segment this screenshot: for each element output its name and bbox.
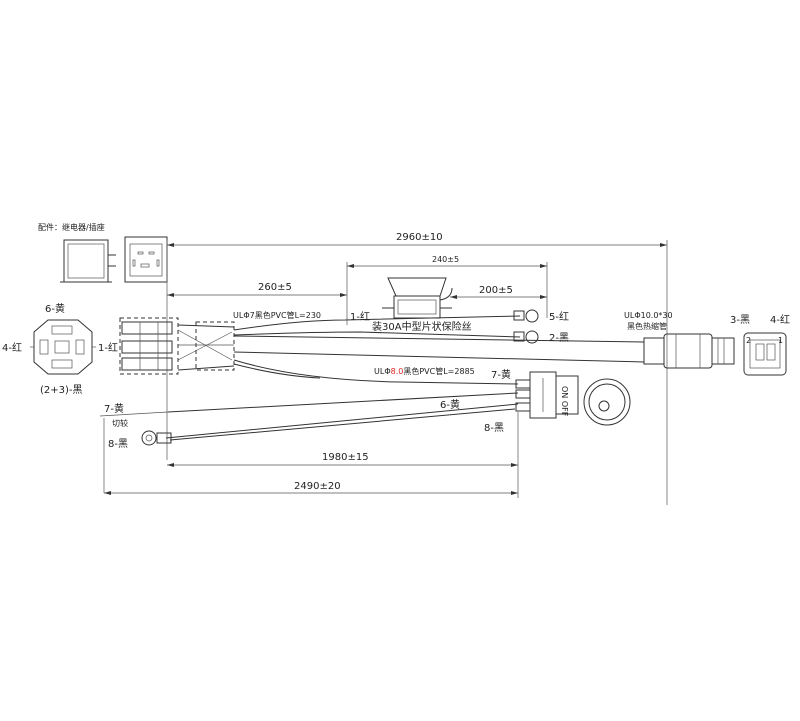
connector-pin-1: 1 xyxy=(778,336,783,345)
wire-2-label: 2-黑 xyxy=(549,332,569,344)
ring-terminal-2 xyxy=(513,330,539,344)
relay-accessory-note: 配件：继电器/插座 xyxy=(38,222,105,232)
pin-1-label: 1-红 xyxy=(98,341,118,354)
pvc-small-note: ULΦ7黑色PVC管L=230 xyxy=(233,310,321,320)
dimension-ground-branch xyxy=(104,491,518,495)
pin-6-label: 6-黄 xyxy=(45,302,65,315)
fuse-branch-wires xyxy=(233,315,521,338)
pvc-sleeve-small xyxy=(195,321,235,371)
wire-6-label: 6-黄 xyxy=(440,398,460,411)
wire-1-label: 1-红 xyxy=(350,310,370,323)
heat-shrink-note-1: ULΦ10.0*30 xyxy=(624,311,673,320)
wire-4-label: 4-红 xyxy=(770,313,790,326)
round-switch-face xyxy=(583,378,631,426)
fuse-note: 装30A中型片状保险丝 xyxy=(372,320,472,333)
dimension-relay-branch xyxy=(167,293,347,297)
pin-4-label: 4-红 xyxy=(2,341,22,354)
relay-plug xyxy=(119,317,179,375)
dimension-overall xyxy=(166,240,668,505)
dimension-fuse-branch-label: 200±5 xyxy=(479,285,513,296)
dimension-switch-branch-label: 1980±15 xyxy=(322,452,369,463)
wire-8-label: 8-黑 xyxy=(484,422,504,434)
dimension-switch-branch xyxy=(167,412,519,498)
cut-note: 切较 xyxy=(112,418,128,428)
dimension-fuse-span xyxy=(346,262,548,325)
ring-terminal-5 xyxy=(513,309,539,323)
relay-side-view xyxy=(60,239,116,283)
wire-5-label: 5-红 xyxy=(549,310,569,323)
fuse-holder xyxy=(382,277,453,319)
dimension-ground-branch-label: 2490±20 xyxy=(294,481,341,492)
relay-top-view xyxy=(124,236,168,283)
connector-pin-2: 2 xyxy=(746,336,751,345)
heat-shrink-note-2: 黑色热缩管 xyxy=(627,321,667,331)
connector-face xyxy=(743,332,787,376)
pvc-large-note: ULΦ8.0黑色PVC管L=2885 xyxy=(374,366,475,376)
main-trunk xyxy=(233,335,645,363)
rocker-switch xyxy=(529,371,579,419)
wire-7-label: 7-黄 xyxy=(491,368,511,381)
wire-7b-label: 7-黄 xyxy=(104,402,124,415)
heat-shrink-tube xyxy=(643,337,665,365)
switch-terminals xyxy=(515,379,531,412)
ground-branch xyxy=(99,411,172,493)
switch-wires xyxy=(165,359,519,441)
dimension-fuse-branch xyxy=(450,295,547,299)
dimension-overall-label: 2960±10 xyxy=(396,232,443,243)
main-connector xyxy=(663,333,735,369)
dimension-fuse-span-label: 240±5 xyxy=(432,255,459,264)
wire-8b-label: 8-黑 xyxy=(108,438,128,450)
dimension-relay-branch-label: 260±5 xyxy=(258,282,292,293)
wire-3-label: 3-黑 xyxy=(730,314,750,326)
switch-label: ON OFF xyxy=(560,386,569,417)
relay-socket-pin-face xyxy=(30,319,96,375)
relay-lead-wires xyxy=(177,324,235,371)
pin-23-label: (2+3)-黑 xyxy=(40,384,83,396)
